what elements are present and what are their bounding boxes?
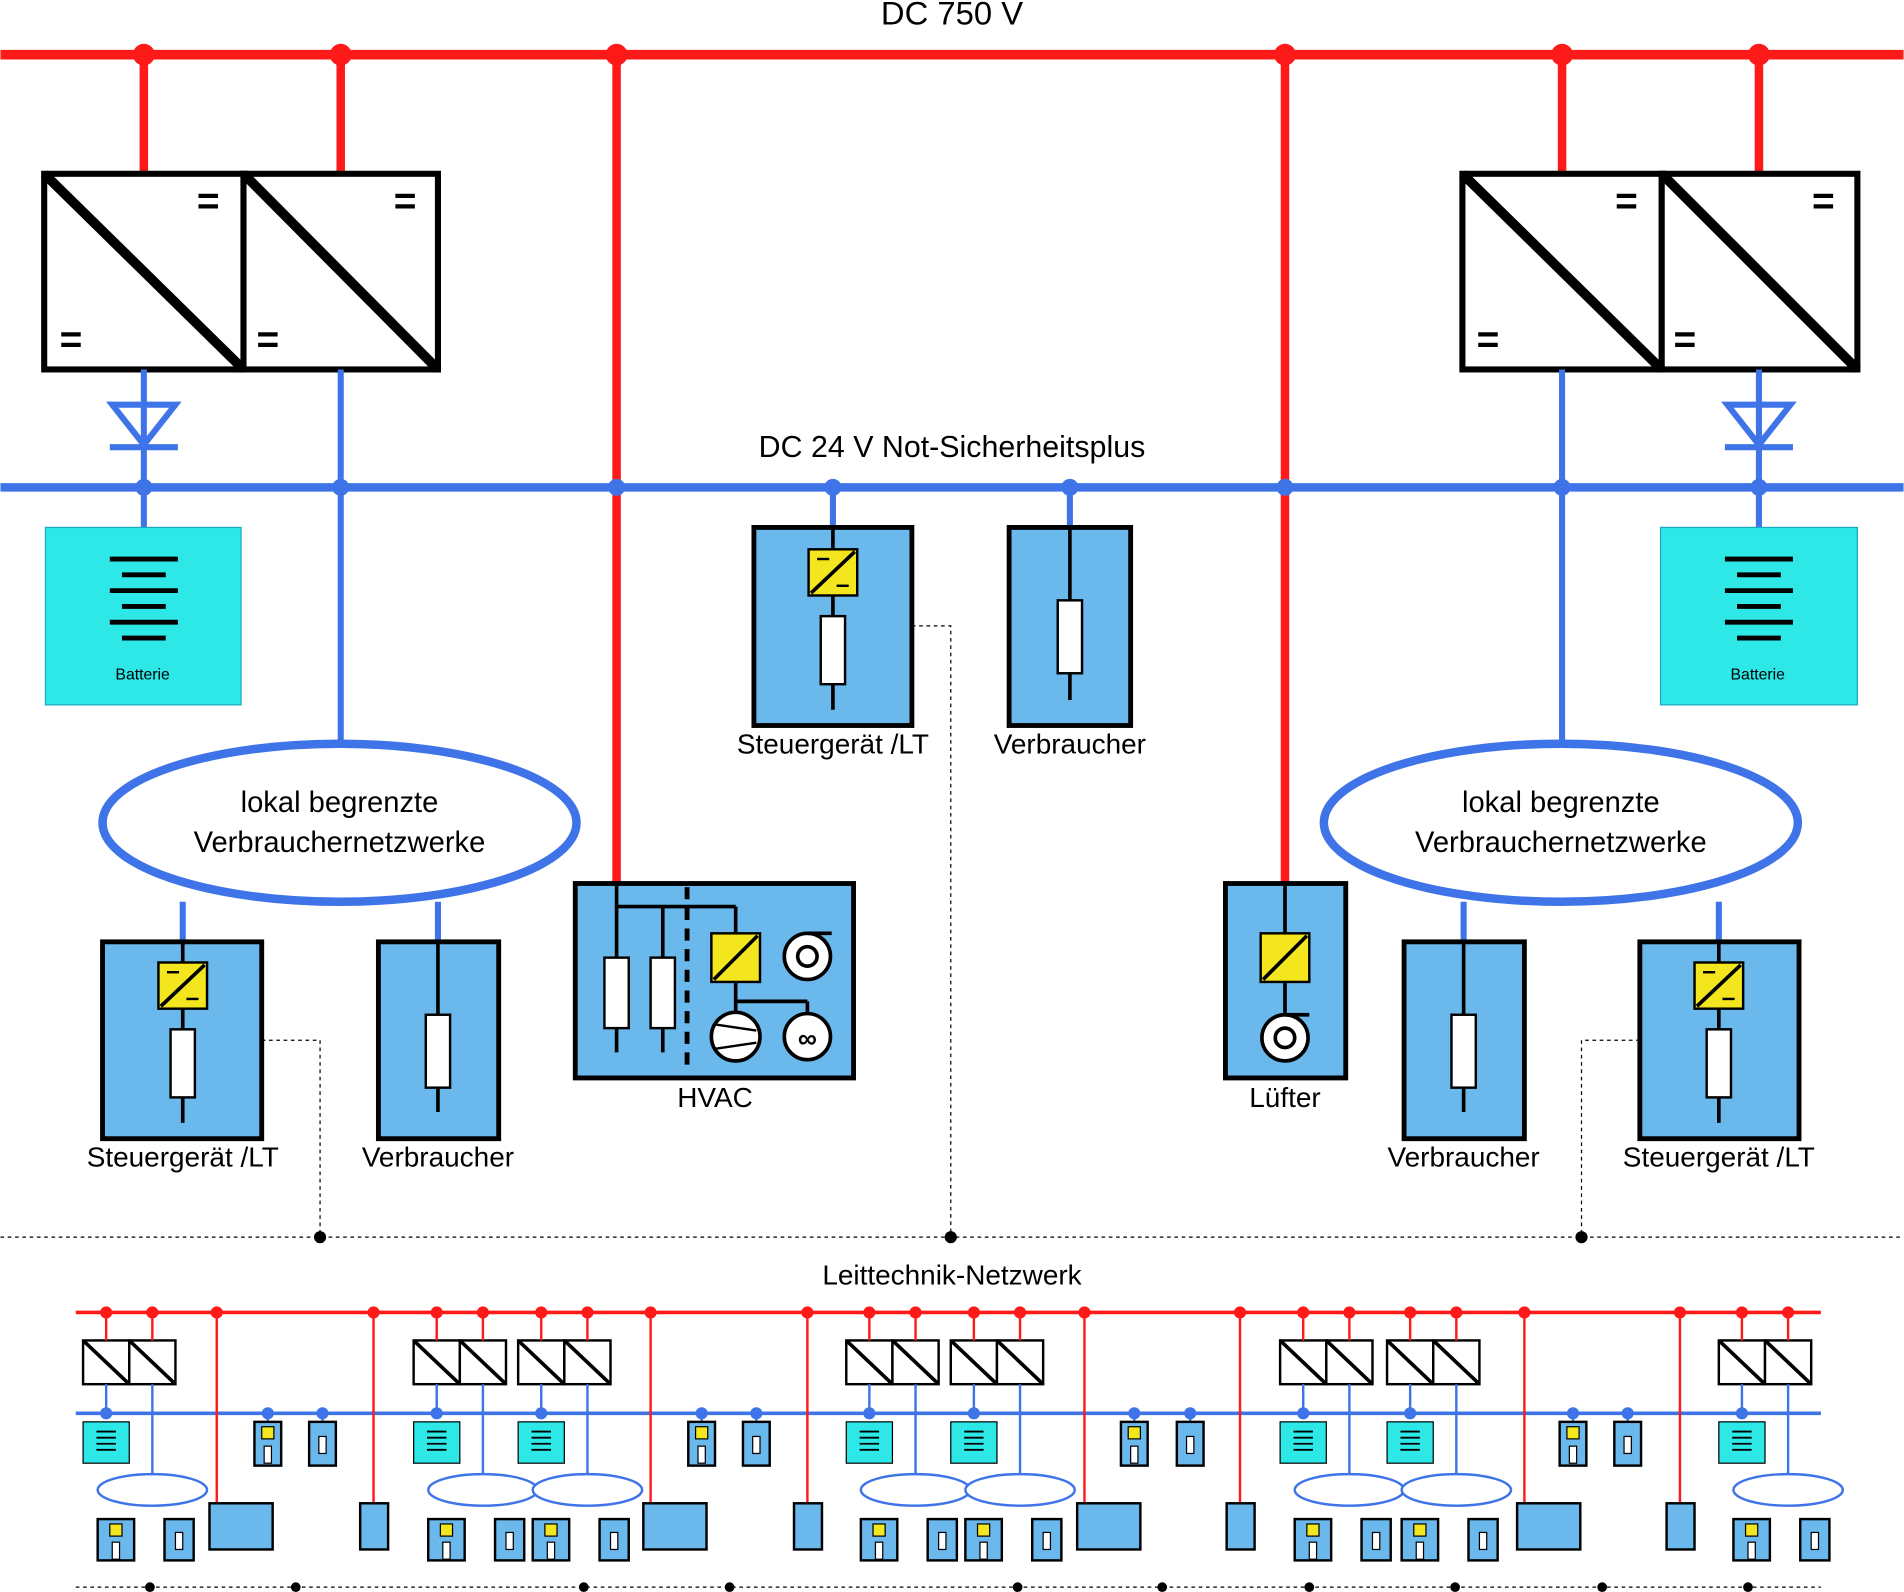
control-network [0,625,1904,1238]
controller-left: Steuergerät /LT [87,939,279,1173]
battery-label: Batterie [115,666,170,683]
dc750-label: DC 750 V [881,0,1023,31]
dc750-bus: DC 750 V [0,0,1904,884]
battery-right: Batterie [1659,526,1858,706]
compressor-icon [709,1010,762,1063]
dc-dc-converter-left-1: = = [40,170,247,373]
fan-icon [782,931,833,982]
diode-icon [105,401,182,451]
hvac-unit: ∞ HVAC [572,881,856,1113]
converter-symbol-in: = [1477,318,1500,361]
mini-converter-pair [1278,1339,1374,1386]
dc-dc-converter-left-2: = = [240,170,442,373]
consumer-label: Verbraucher [1388,1142,1540,1173]
consumer-center: Verbraucher [994,524,1146,759]
resistor-icon [603,956,630,1030]
resistor-icon [1705,1028,1733,1099]
converter-badge-icon [710,932,762,984]
controller-center: Steuergerät /LT [737,524,929,759]
resistor-icon [649,956,677,1030]
controller-label: Steuergerät /LT [737,728,929,759]
fan-label: Lüfter [1249,1082,1320,1113]
battery-label: Batterie [1731,666,1786,683]
mini-converter-pair [1717,1339,1813,1386]
consumer-left: Verbraucher [362,939,514,1173]
converter-symbol-out: = [1812,180,1835,223]
mini-converter-pair [845,1339,940,1386]
resistor-icon [1056,599,1084,675]
converter-badge-icon [157,961,209,1010]
resistor-icon [819,614,847,686]
dc24-bus: DC 24 V Not-Sicherheitsplus [0,430,1904,496]
converter-badge-icon [807,548,859,597]
local-network-label-1: lokal begrenzte [241,787,439,819]
converter-symbol-in: = [60,318,83,361]
converter-symbol-out: = [394,180,417,223]
overview-miniature [75,1306,1845,1592]
converter-symbol-in: = [1673,318,1696,361]
local-network-label-2: Verbrauchernetzwerke [1415,827,1707,859]
controller-right: Steuergerät /LT [1623,939,1815,1173]
diode-icon [1721,401,1797,451]
controller-label: Steuergerät /LT [87,1142,279,1173]
hvac-label: HVAC [677,1082,753,1113]
local-network-left: lokal begrenzte Verbrauchernetzwerke [98,739,581,942]
consumer-label: Verbraucher [994,728,1146,759]
battery-icon [1724,556,1793,641]
converter-symbol-in: = [256,318,279,361]
fan-unit: Lüfter [1223,881,1349,1113]
mini-converter-pair [949,1339,1045,1386]
mini-converter-pair [81,1339,177,1386]
control-network-nodes [313,1231,1588,1244]
mini-converter-pair [1385,1339,1481,1386]
converter-badge-icon [1693,961,1745,1010]
converter-outputs [140,369,1762,744]
converter-badge-icon [1259,932,1311,984]
battery-left: Batterie [44,526,242,706]
converter-symbol-out: = [1615,180,1638,223]
control-network-label: Leittechnik-Netzwerk [822,1260,1082,1291]
dc-dc-converter-right-1: = = [1459,170,1666,373]
svg-text:∞: ∞ [798,1024,817,1054]
pump-icon: ∞ [782,1011,833,1062]
local-network-right: lokal begrenzte Verbrauchernetzwerke [1319,739,1803,942]
local-network-label-1: lokal begrenzte [1462,787,1660,819]
mini-converter-pair [516,1339,612,1386]
resistor-icon [169,1028,197,1099]
converter-symbol-out: = [197,180,220,223]
fan-icon [1260,1012,1310,1063]
consumer-right: Verbraucher [1388,939,1540,1173]
resistor-icon [1450,1013,1477,1089]
consumer-label: Verbraucher [362,1142,514,1173]
mini-converter-pair [412,1339,508,1386]
local-network-label-2: Verbrauchernetzwerke [194,827,486,859]
battery-icon [109,556,178,641]
controller-label: Steuergerät /LT [1623,1142,1815,1173]
resistor-icon [424,1013,452,1089]
dc24-label: DC 24 V Not-Sicherheitsplus [759,430,1146,464]
dc-dc-converter-right-2: = = [1658,170,1861,373]
